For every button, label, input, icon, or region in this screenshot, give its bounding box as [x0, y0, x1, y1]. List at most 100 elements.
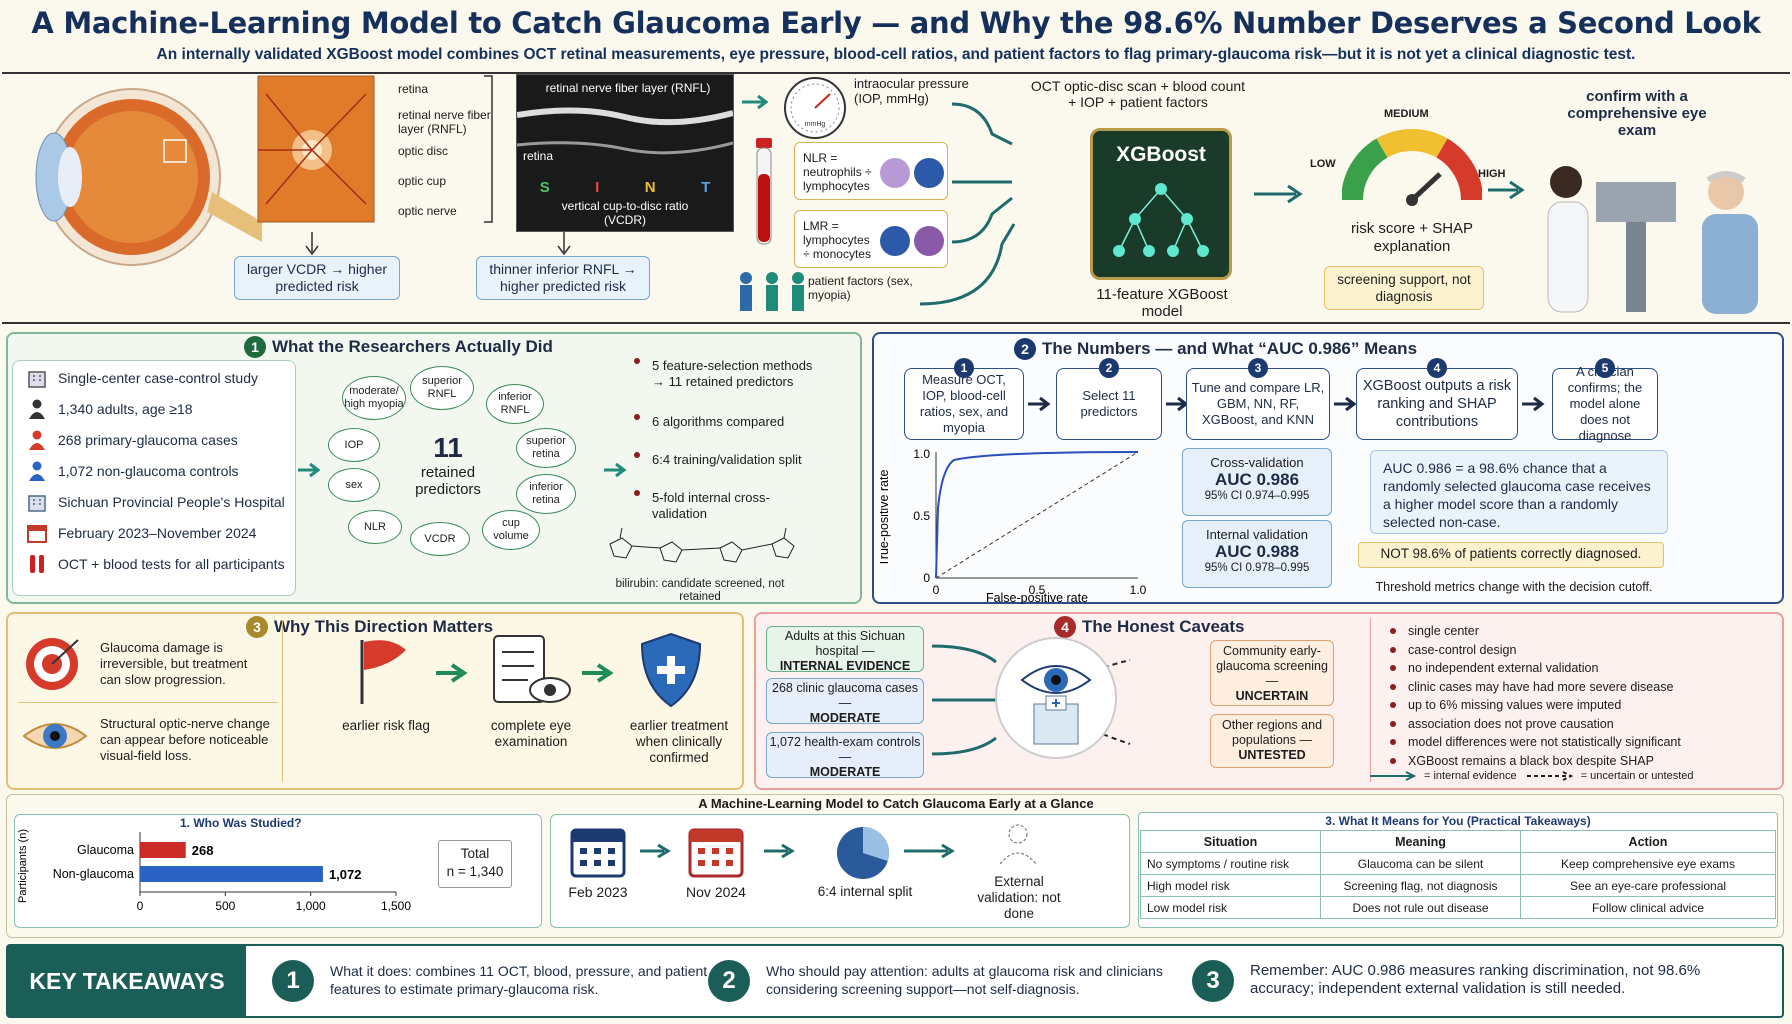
iv-card: Internal validation AUC 0.988 95% CI 0.9… — [1182, 520, 1332, 588]
predictor-center: 11 retained predictors — [388, 432, 508, 498]
generalization-tag: UNCERTAIN — [1235, 689, 1309, 703]
bar-tick-label: 1,500 — [381, 899, 411, 913]
caveat-item: no independent external validation — [1390, 659, 1681, 678]
method-step: 6:4 training/validation split — [634, 452, 814, 468]
red-flag-icon — [360, 640, 406, 704]
section-3-note-1: Glaucoma damage is irreversible, but tre… — [100, 640, 248, 687]
section-3-title-row: 3 Why This Direction Matters — [246, 616, 493, 638]
eye-hospital-icon — [995, 637, 1117, 759]
section-3-number: 3 — [246, 616, 268, 638]
predictor-sex: sex — [328, 468, 380, 502]
note-rnfl: thinner inferior RNFL → higher predicted… — [476, 256, 650, 300]
person-icon — [26, 399, 48, 419]
roc-ytick-1: 1.0 — [913, 447, 930, 461]
xgboost-label: XGBoost — [1116, 143, 1206, 166]
input-arrows — [919, 102, 1016, 306]
eye-exam-illustration — [1547, 166, 1758, 314]
section-2-title: The Numbers — and What “AUC 0.986” Means — [1042, 339, 1418, 358]
method-step: 5-fold internal cross-validation — [634, 490, 814, 522]
arrow-right-icon — [298, 462, 321, 478]
bar-category-label: Glaucoma — [77, 843, 134, 857]
arrow-right-icon — [742, 94, 769, 110]
method-step-text: 5 feature-selection methods → 11 retaine… — [652, 358, 813, 389]
table-header-situation: Situation — [1140, 830, 1321, 853]
oct-caption: vertical cup-to-disc ratio (VCDR) — [561, 199, 689, 227]
section-3-title: Why This Direction Matters — [274, 617, 494, 636]
risk-gauge-icon — [1342, 128, 1482, 206]
predictor-superior-retina: superior retina — [516, 428, 576, 468]
method-step: 5 feature-selection methods → 11 retaine… — [634, 358, 814, 390]
oct-sector-s: S — [539, 179, 550, 196]
study-fact-item: 1,340 adults, age ≥18 — [26, 399, 193, 419]
study-fact-item: February 2023–November 2024 — [26, 523, 256, 543]
caveat-item: clinic cases may have had more severe di… — [1390, 678, 1681, 697]
timeline-start: Feb 2023 — [568, 884, 628, 900]
checklist-eye-icon — [493, 635, 571, 703]
page-title: A Machine-Learning Model to Catch Glauco… — [31, 6, 1761, 40]
roc-ylabel: True-positive rate — [880, 470, 891, 567]
patients-icon — [740, 272, 804, 311]
predictor-myopia: moderate/ high myopia — [342, 376, 406, 420]
method-step: 6 algorithms compared — [634, 414, 814, 430]
predictor-inferior-rnfl: inferior RNFL — [486, 384, 544, 424]
bilirubin-caption: bilirubin: candidate screened, not retai… — [615, 578, 785, 603]
evidence-source-text: 1,072 health-exam controls — — [769, 735, 921, 764]
screening-note: screening support, not diagnosis — [1324, 266, 1484, 310]
eye-label-retina: retina — [398, 82, 429, 96]
section-3-note-2: Structural optic-nerve change can appear… — [100, 716, 270, 763]
arrow-right-icon — [436, 663, 468, 683]
pipeline-step-4: XGBoost outputs a risk ranking and SHAP … — [1356, 368, 1518, 440]
section-2-number: 2 — [1014, 338, 1036, 360]
evidence-source-card: 268 clinic glaucoma cases —MODERATE — [766, 678, 924, 725]
oct-sector-i: I — [595, 179, 600, 196]
study-fact-text: OCT + blood tests for all participants — [58, 556, 285, 572]
total-box: Total n = 1,340 — [438, 840, 512, 888]
risk-caption: risk score + SHAP explanation — [1350, 220, 1474, 255]
roc-xtick-1: 1.0 — [1130, 583, 1147, 597]
roc-chart: True-positive rate 0 0.5 1.0 0 0.5 1.0 F… — [880, 447, 1147, 604]
evidence-strength-tag: MODERATE — [809, 711, 881, 725]
iv-ci: 95% CI 0.978–0.995 — [1204, 562, 1310, 574]
arrow-right-icon — [764, 843, 795, 859]
table-title: 3. What It Means for You (Practical Take… — [1325, 814, 1591, 828]
cell-icons — [880, 158, 944, 188]
bilirubin-molecule — [609, 527, 795, 563]
arrow-down-icon — [305, 232, 319, 256]
hero-panel: retina retinal nerve fiber layer (RNFL) … — [2, 72, 1790, 324]
section-1-title: What the Researchers Actually Did — [272, 337, 553, 356]
pipeline-step-text: Measure OCT, IOP, blood-cell ratios, sex… — [919, 372, 1009, 435]
roc-xlabel: False-positive rate — [986, 591, 1088, 604]
risk-high-label: HIGH — [1478, 168, 1506, 180]
risk-low-label: LOW — [1310, 158, 1336, 170]
practical-takeaways-table: Situation Meaning Action No symptoms / r… — [1140, 830, 1776, 919]
predictor-superior-rnfl: superior RNFL — [410, 366, 474, 410]
study-fact-item: OCT + blood tests for all participants — [26, 554, 285, 574]
pipeline-step-number: 4 — [1427, 358, 1447, 378]
caveat-text: up to 6% missing values were imputed — [1408, 698, 1622, 712]
oct-sector-n: N — [644, 179, 656, 196]
cv-card: Cross-validation AUC 0.986 95% CI 0.974–… — [1182, 448, 1332, 516]
cv-title: Cross-validation — [1210, 455, 1304, 470]
takeaway-text: What it does: combines 11 OCT, blood, pr… — [330, 963, 708, 997]
nlr-card: NLR = neutrophils ÷ lymphocytes — [794, 142, 948, 200]
divider — [18, 702, 278, 703]
predictor-cup-volume: cup volume — [482, 510, 540, 550]
arrow-right-icon — [1028, 396, 1051, 412]
glance-title: A Machine-Learning Model to Catch Glauco… — [698, 796, 1094, 811]
bar-non-glaucoma — [140, 866, 323, 882]
table-cell: No symptoms / routine risk — [1140, 852, 1321, 875]
caveat-item: single center — [1390, 622, 1681, 641]
person-blue-icon — [26, 461, 48, 481]
flow-earlier-treatment: earlier treatment when clinically confir… — [629, 718, 729, 765]
section-4-title-row: 4 The Honest Caveats — [1054, 616, 1245, 638]
study-fact-item: 1,072 non-glaucoma controls — [26, 461, 239, 481]
caveat-text: XGBoost remains a black box despite SHAP — [1408, 753, 1654, 768]
pipeline-step-2: Select 11 predictors — [1056, 368, 1162, 440]
table-header-action: Action — [1520, 830, 1776, 853]
medical-shield-icon — [640, 632, 702, 708]
caveat-item: association does not prove causation — [1390, 715, 1681, 734]
generalization-text: Other regions and populations — — [1221, 718, 1323, 747]
calendar-icon — [688, 828, 744, 878]
